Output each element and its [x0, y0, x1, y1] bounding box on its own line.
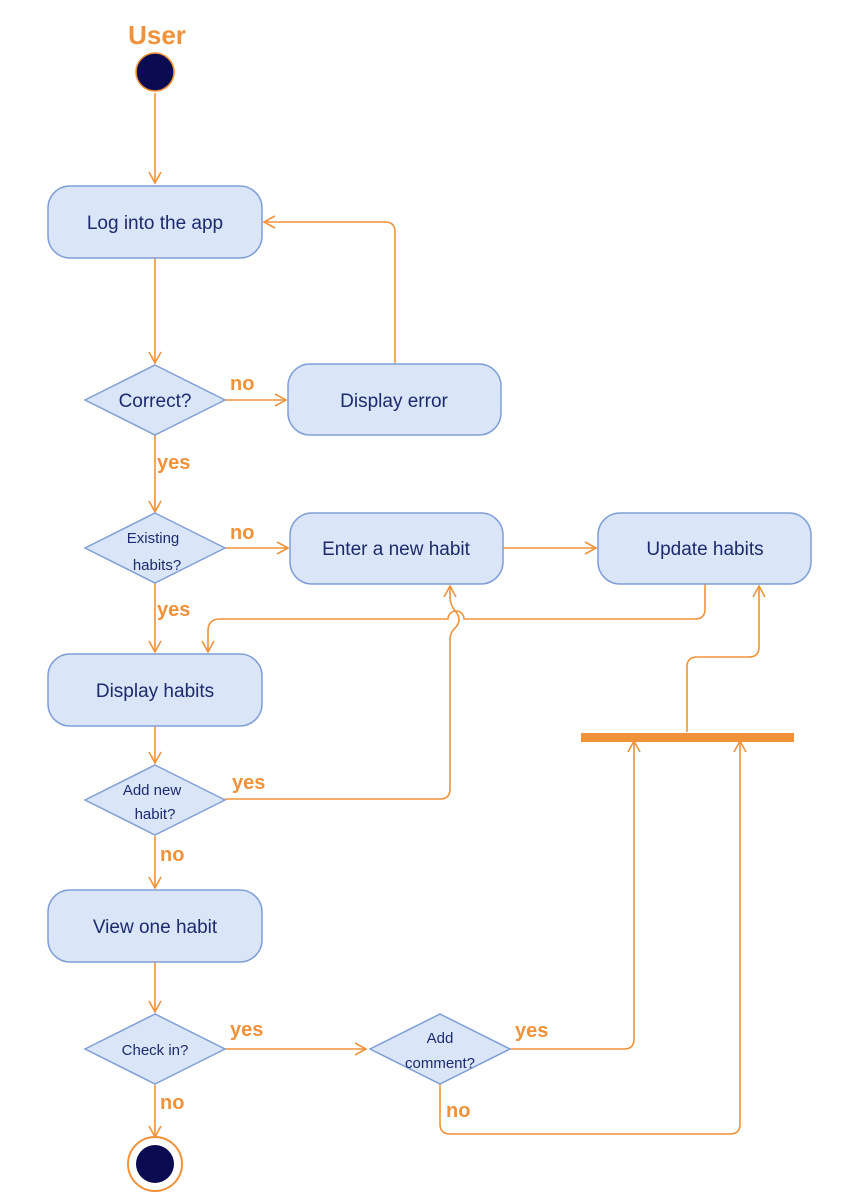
node-display-error-label: Display error	[340, 391, 448, 412]
node-view-one-habit-label: View one habit	[93, 917, 218, 938]
label-check-in-yes: yes	[230, 1019, 263, 1041]
edge-update-to-display	[201, 584, 706, 654]
label-add-comment-no: no	[446, 1100, 470, 1122]
initial-node-icon	[135, 52, 175, 92]
node-enter-new-habit: Enter a new habit	[289, 512, 504, 585]
edge-join-to-update	[686, 584, 766, 732]
decision-add-comment: Add comment?	[368, 1013, 512, 1085]
decision-existing-habits: Existing habits?	[83, 512, 227, 584]
decision-existing-habits-label-line1: Existing	[127, 530, 180, 547]
node-enter-new-habit-label: Enter a new habit	[322, 539, 471, 560]
node-update-habits-label: Update habits	[646, 539, 763, 560]
edge-addcomment-no	[439, 739, 747, 1135]
decision-add-comment-label-line1: Add	[427, 1030, 454, 1047]
decision-check-in-label: Check in?	[122, 1042, 189, 1059]
decision-check-in: Check in?	[83, 1013, 227, 1085]
label-correct-no: no	[230, 373, 254, 395]
label-existing-no: no	[230, 522, 254, 544]
edge-addcomment-yes	[510, 739, 641, 1050]
node-update-habits: Update habits	[597, 512, 812, 585]
label-add-new-yes: yes	[232, 772, 265, 794]
label-existing-yes: yes	[157, 599, 190, 621]
decision-correct: Correct?	[83, 364, 227, 436]
edge-addnew-yes	[225, 584, 460, 800]
actor-label: User	[128, 20, 186, 50]
final-node-icon	[127, 1136, 183, 1192]
decision-add-comment-label-line2: comment?	[405, 1055, 475, 1072]
decision-existing-habits-label-line2: habits?	[133, 557, 181, 574]
node-display-habits: Display habits	[47, 653, 263, 727]
label-add-comment-yes: yes	[515, 1020, 548, 1042]
decision-add-new-habit-label-line1: Add new	[123, 782, 182, 799]
node-log-into-app: Log into the app	[47, 185, 263, 259]
label-correct-yes: yes	[157, 452, 190, 474]
node-display-habits-label: Display habits	[96, 681, 214, 702]
join-bar	[581, 733, 794, 742]
node-log-into-app-label: Log into the app	[87, 213, 223, 234]
decision-correct-label: Correct?	[119, 391, 192, 412]
edge-error-to-login	[262, 215, 396, 363]
decision-add-new-habit-label-line2: habit?	[135, 806, 176, 823]
decision-add-new-habit: Add new habit?	[83, 764, 227, 836]
node-display-error: Display error	[287, 363, 502, 436]
label-add-new-no: no	[160, 844, 184, 866]
node-view-one-habit: View one habit	[47, 889, 263, 963]
label-check-in-no: no	[160, 1092, 184, 1114]
